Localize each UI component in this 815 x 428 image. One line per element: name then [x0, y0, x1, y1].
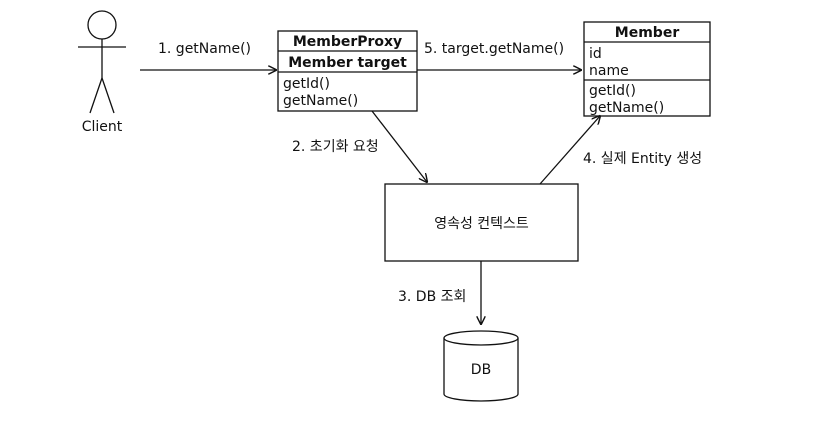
persistence-context-label: 영속성 컨텍스트: [434, 216, 529, 232]
member-field: id: [589, 46, 602, 62]
member-proxy-title: MemberProxy: [293, 34, 402, 50]
member-field: name: [589, 63, 629, 79]
client-label: Client: [82, 119, 123, 135]
member-method: getName(): [589, 100, 664, 116]
step-3-label: 3. DB 조회: [398, 289, 466, 305]
step-2-label: 2. 초기화 요청: [292, 139, 379, 155]
step-5-label: 5. target.getName(): [424, 41, 564, 57]
persistence-context-box: 영속성 컨텍스트: [384, 183, 579, 262]
member-proxy-class-box: MemberProxy Member target getId() getNam…: [277, 30, 418, 112]
member-proxy-method: getId(): [283, 76, 330, 92]
step-4-label: 4. 실제 Entity 생성: [583, 151, 702, 167]
member-proxy-field: Member target: [288, 55, 407, 71]
database-label: DB: [471, 362, 491, 378]
client-actor-icon: [78, 10, 126, 114]
member-class-box: Member id name getId() getName(): [583, 21, 711, 117]
step-1-label: 1. getName(): [158, 41, 251, 57]
database-icon: [443, 330, 519, 402]
arrow-init-request: [371, 110, 427, 182]
arrow-create-entity: [539, 116, 600, 185]
member-method: getId(): [589, 83, 636, 99]
member-title: Member: [615, 25, 680, 41]
member-proxy-method: getName(): [283, 93, 358, 109]
